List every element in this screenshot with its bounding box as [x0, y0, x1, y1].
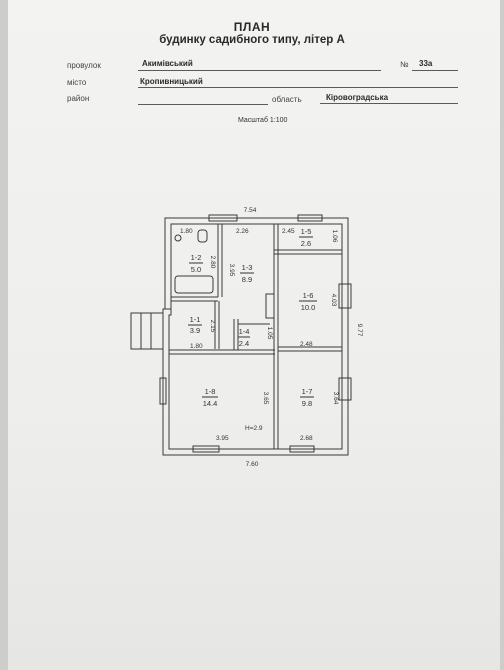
porch-steps	[130, 312, 164, 350]
room-1-5: 1-52.6	[299, 227, 313, 248]
room-1-2: 1-25.0	[189, 253, 203, 274]
dim-overall-right: 9.77	[356, 324, 363, 337]
window	[338, 377, 352, 401]
room-1-6-id: 1-6	[303, 291, 314, 300]
room-1-7: 1-79.8	[300, 387, 314, 408]
room-1-6: 1-6 10.0	[299, 291, 317, 312]
room-1-1: 1-13.9	[188, 315, 202, 335]
room-1-3-id: 1-3	[242, 263, 253, 272]
partition-1-6	[278, 346, 342, 352]
room-1-7-area: 9.8	[302, 399, 312, 408]
document-subtitle: будинку садибного типу, літер А	[159, 34, 345, 46]
dim-395-v: 3.95	[228, 264, 235, 277]
partition-1-4	[233, 319, 239, 350]
dim-245: 2.45	[282, 228, 295, 235]
city-value: Кропивницький	[140, 77, 203, 86]
number-label: №	[400, 60, 409, 69]
window	[297, 214, 323, 222]
window	[208, 214, 238, 222]
room-1-4: 1-42.4	[238, 327, 250, 348]
dim-365: 3.65	[262, 392, 269, 405]
partition-mid	[169, 349, 275, 355]
lane-underline	[138, 70, 381, 71]
scale-label: Масштаб 1:100	[238, 117, 288, 124]
room-1-8-area: 14.4	[203, 399, 218, 408]
document-title: ПЛАН	[233, 20, 271, 34]
dim-180-mid: 1.80	[190, 343, 203, 350]
partition-1-5	[274, 249, 342, 255]
dim-215: 2.15	[209, 320, 216, 333]
document-page	[8, 0, 500, 670]
city-label: місто	[67, 78, 87, 87]
room-1-6-area: 10.0	[301, 303, 316, 312]
dim-226: 2.26	[236, 228, 249, 235]
room-1-4-id: 1-4	[239, 327, 250, 336]
room-1-3-area: 8.9	[242, 275, 252, 284]
outer-wall-inner	[168, 223, 343, 450]
room-1-5-area: 2.6	[301, 239, 311, 248]
window	[159, 377, 167, 405]
room-1-8: 1-8 14.4	[202, 387, 218, 408]
dim-280: 2.80	[209, 256, 216, 269]
partition-wc	[171, 296, 218, 302]
window	[192, 445, 220, 453]
dim-268: 2.68	[300, 435, 313, 442]
bathtub	[174, 275, 214, 294]
sink	[174, 234, 182, 242]
region-label: область	[272, 95, 302, 104]
number-underline	[412, 70, 458, 71]
district-label: район	[67, 94, 90, 103]
toilet	[197, 229, 208, 243]
district-underline	[138, 104, 268, 105]
height-note: Н=2.9	[245, 425, 263, 432]
room-1-7-id: 1-7	[302, 387, 313, 396]
dim-395-b: 3.95	[216, 435, 229, 442]
room-1-1-area: 3.9	[190, 326, 200, 335]
lane-label: провулок	[67, 61, 101, 70]
region-value: Кіровоградська	[326, 93, 389, 102]
dim-overall-bottom: 7.60	[246, 461, 259, 468]
room-1-5-id: 1-5	[301, 227, 312, 236]
room-1-3: 1-38.9	[240, 263, 254, 284]
room-1-4-area: 2.4	[239, 339, 249, 348]
lane-value: Акимівський	[142, 59, 193, 68]
dim-180-top: 1.80	[180, 228, 193, 235]
room-1-2-area: 5.0	[191, 265, 201, 274]
window	[338, 283, 352, 309]
region-underline	[320, 103, 458, 104]
dim-105: 1.05	[266, 327, 273, 340]
city-underline	[138, 87, 458, 88]
dim-overall-top: 7.54	[244, 207, 257, 214]
partition-left	[217, 224, 223, 297]
window	[289, 445, 315, 453]
room-1-8-id: 1-8	[205, 387, 216, 396]
dim-106: 1.06	[331, 230, 338, 243]
dim-403: 4.03	[330, 294, 337, 307]
room-1-1-id: 1-1	[190, 315, 201, 324]
number-value: 33а	[419, 59, 433, 68]
stove	[265, 293, 275, 319]
partition-1-1	[214, 301, 220, 349]
room-1-2-id: 1-2	[191, 253, 202, 262]
partition-right	[273, 250, 279, 449]
dim-248: 2.48	[300, 341, 313, 348]
dim-364: 3.64	[332, 392, 339, 405]
